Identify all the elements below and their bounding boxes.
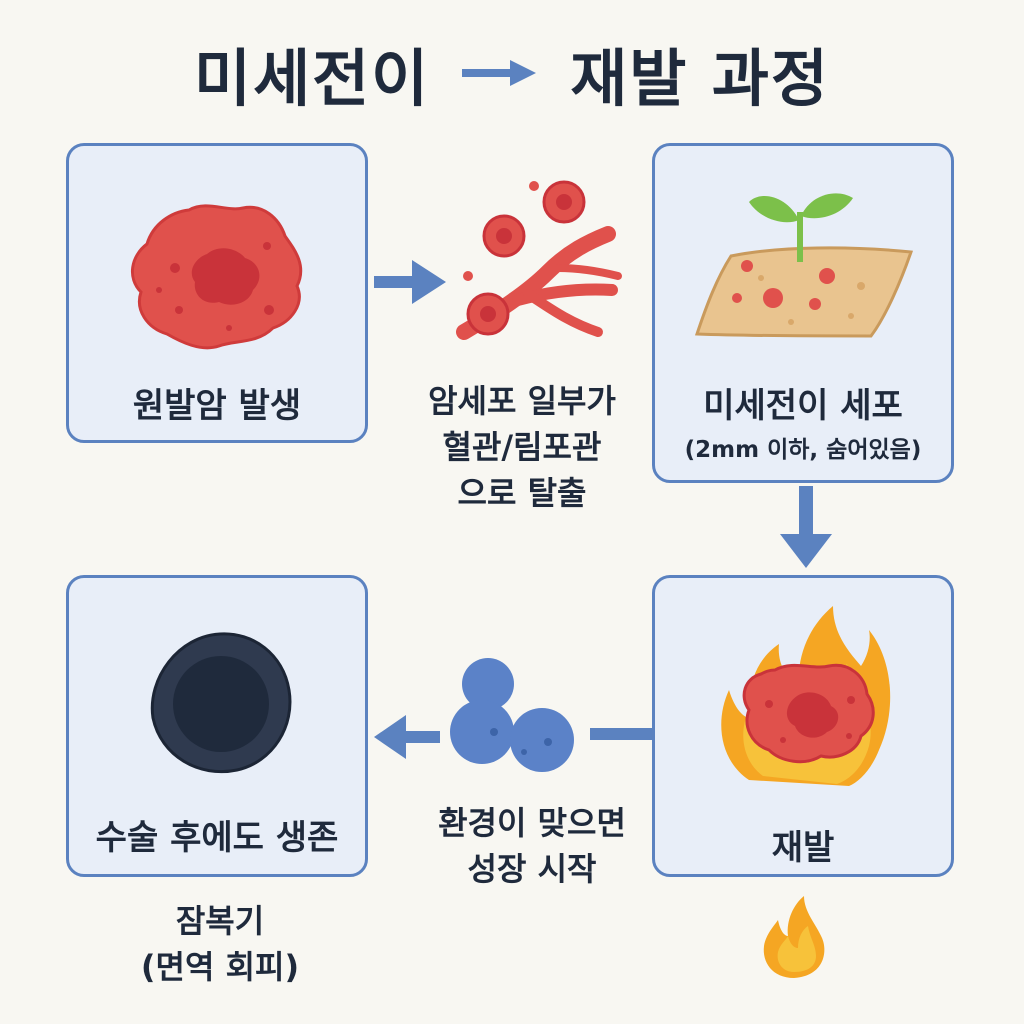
connector-line bbox=[590, 728, 652, 740]
diagram-title: 미세전이 재발 과정 bbox=[0, 28, 1024, 118]
title-left: 미세전이 bbox=[194, 42, 431, 115]
box-primary-tumor: 원발암 발생 bbox=[66, 143, 368, 443]
tumor-icon bbox=[131, 204, 303, 350]
sprout-soil-icon bbox=[694, 193, 914, 338]
escape-line-2: 혈관/림포관 bbox=[442, 428, 602, 466]
flame-icon bbox=[763, 896, 825, 978]
cell-cluster-icon bbox=[450, 658, 574, 772]
growth-line-1: 환경이 맞으면 bbox=[438, 804, 626, 842]
escape-line-3: 으로 탈출 bbox=[457, 474, 587, 512]
arrow-down-icon bbox=[780, 486, 832, 568]
recurrence-label: 재발 bbox=[771, 828, 835, 868]
dormancy-line-1: 잠복기 bbox=[175, 902, 265, 940]
dormant-cell-icon bbox=[150, 632, 292, 774]
box-micrometastasis: 미세전이 세포 (2mm 이하, 숨어있음) bbox=[652, 143, 954, 483]
arrow-left-icon bbox=[374, 715, 440, 759]
blood-vessel-icon bbox=[456, 180, 622, 340]
box-recurrence: 재발 bbox=[652, 575, 954, 877]
box-survival: 수술 후에도 생존 bbox=[66, 575, 368, 877]
arrow-right-icon bbox=[374, 260, 446, 304]
growth-line-2: 성장 시작 bbox=[467, 850, 597, 888]
dormancy-line-2: (면역 회피) bbox=[140, 948, 300, 986]
title-right: 재발 과정 bbox=[570, 42, 830, 115]
dormancy-text: 잠복기 (면역 회피) bbox=[100, 898, 340, 990]
escape-text: 암세포 일부가 혈관/림포관 으로 탈출 bbox=[392, 378, 652, 516]
title-arrow-icon bbox=[462, 60, 537, 86]
escape-line-1: 암세포 일부가 bbox=[428, 382, 616, 420]
flaming-tumor-icon bbox=[721, 606, 891, 786]
micrometastasis-sublabel: (2mm 이하, 숨어있음) bbox=[684, 437, 922, 463]
micrometastasis-label: 미세전이 세포 bbox=[703, 386, 903, 426]
growth-text: 환경이 맞으면 성장 시작 bbox=[412, 800, 652, 892]
primary-label: 원발암 발생 bbox=[132, 386, 302, 426]
survival-label: 수술 후에도 생존 bbox=[95, 818, 339, 858]
